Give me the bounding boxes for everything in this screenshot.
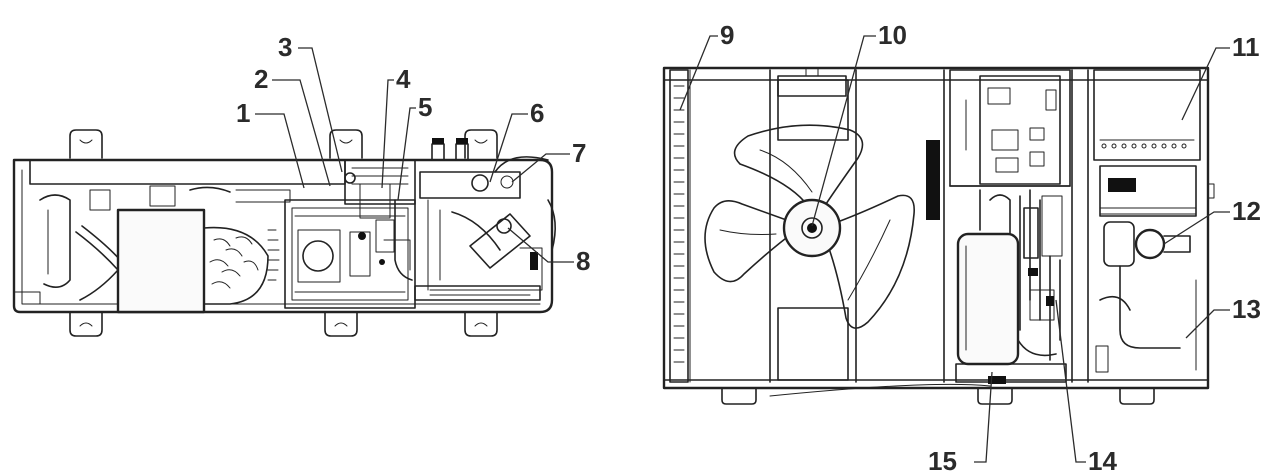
right-compressor-area <box>949 185 1071 384</box>
right-feet <box>721 383 1155 405</box>
callout-13: 13 <box>1232 294 1261 324</box>
left-square-box <box>116 208 206 314</box>
leader-4 <box>381 79 394 189</box>
right-casing-outline <box>662 66 1210 390</box>
callout-12: 12 <box>1232 196 1261 226</box>
leader-12 <box>1163 211 1230 245</box>
left-fan-wheel <box>203 226 280 305</box>
leader-2 <box>272 79 331 187</box>
leader-11 <box>1181 47 1230 121</box>
callout-10: 10 <box>878 20 907 50</box>
leader-3 <box>298 47 343 173</box>
callout-9: 9 <box>720 20 734 50</box>
leader-14 <box>1055 299 1086 463</box>
callout-2: 2 <box>254 64 268 94</box>
left-view-top <box>12 129 556 337</box>
leader-7 <box>511 153 570 183</box>
mounting-feet-top <box>69 129 498 159</box>
right-coil-fins <box>669 69 691 383</box>
callout-numbers: 1 2 3 4 5 6 7 8 9 10 11 12 13 14 15 <box>236 20 1261 472</box>
leader-8 <box>507 227 574 263</box>
left-coil-tubing <box>39 185 291 301</box>
leader-5 <box>397 107 416 201</box>
right-fan-panel <box>704 67 915 383</box>
callout-11: 11 <box>1232 32 1260 62</box>
left-casing-outline <box>12 158 554 314</box>
callout-3: 3 <box>278 32 292 62</box>
leader-1 <box>255 113 305 189</box>
leader-9 <box>679 35 718 111</box>
right-control-panel <box>949 69 1071 187</box>
fan-blades <box>704 124 915 329</box>
leader-lines <box>255 35 1230 463</box>
right-view-front <box>662 66 1215 405</box>
leader-10 <box>811 35 876 227</box>
callout-7: 7 <box>572 138 586 168</box>
callout-1: 1 <box>236 98 250 128</box>
left-component-compartment <box>284 159 416 309</box>
callout-6: 6 <box>530 98 544 128</box>
mounting-feet-bottom <box>69 311 498 337</box>
callout-4: 4 <box>396 64 411 94</box>
callout-5: 5 <box>418 92 432 122</box>
right-right-section <box>1071 69 1215 383</box>
leader-13 <box>1185 309 1230 339</box>
callout-15: 15 <box>928 446 957 472</box>
left-right-area <box>414 138 556 301</box>
leader-6 <box>489 113 528 183</box>
callout-8: 8 <box>576 246 590 276</box>
leader-15 <box>974 371 993 463</box>
callout-14: 14 <box>1088 446 1117 472</box>
